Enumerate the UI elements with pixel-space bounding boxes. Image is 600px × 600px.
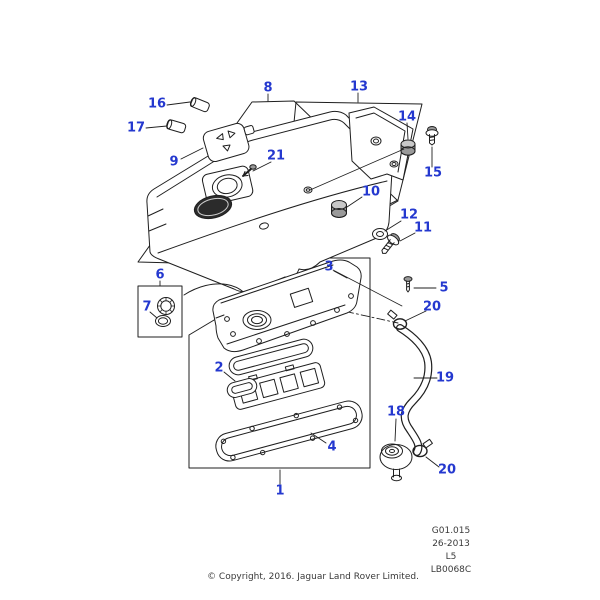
callout-6[interactable]: 6 [155,267,165,283]
part-20-clamp-upper [387,309,408,330]
part-16-dowel [189,97,210,113]
callout-21[interactable]: 21 [266,148,286,164]
part-14-grommet [400,139,416,156]
part-5-screw [403,276,413,293]
callout-12[interactable]: 12 [399,207,419,223]
part-17-dowel [166,119,187,134]
callout-10[interactable]: 10 [361,184,381,200]
callout-15[interactable]: 15 [423,165,443,181]
callout-14[interactable]: 14 [397,109,417,125]
part-6-oil-cap [157,297,175,315]
part-19-hose [396,324,433,456]
callout-8[interactable]: 8 [263,80,273,96]
leader-lines [145,92,440,485]
callout-18[interactable]: 18 [386,404,406,420]
callout-4[interactable]: 4 [327,439,337,455]
callout-20-lower[interactable]: 20 [437,462,457,478]
part-13-bracket [348,106,414,181]
part-9-pad [202,122,255,163]
cover-vent-hole [259,222,269,230]
callout-2[interactable]: 2 [214,360,224,376]
callout-9[interactable]: 9 [169,154,179,170]
callout-3[interactable]: 3 [324,259,334,275]
callout-13[interactable]: 13 [349,79,369,95]
callout-19[interactable]: 19 [435,370,455,386]
part-3-cam-cover [212,259,362,353]
callout-20-upper[interactable]: 20 [422,299,442,315]
figure-code: LB0068C [430,565,472,575]
callout-11[interactable]: 11 [413,220,433,236]
land-rover-badge [193,194,233,220]
callout-16[interactable]: 16 [147,96,167,112]
part-18-separator [379,443,413,482]
part-11-bolt [381,233,400,254]
gasket-upper [228,338,314,376]
part-20-clamp-lower [412,438,433,458]
figure-date: 26-2013 [432,539,470,549]
callout-7[interactable]: 7 [142,299,152,315]
cover-mount-hole [303,186,313,194]
part-2-seal-ring [226,378,258,398]
figure-number: G01.015 [431,526,471,536]
copyright-notice: © Copyright, 2016. Jaguar Land Rover Lim… [207,572,419,582]
callout-17[interactable]: 17 [126,120,146,136]
part-12-washer [372,228,388,240]
callout-1[interactable]: 1 [275,483,285,499]
part-15-screw [425,126,439,146]
part-7-seal [155,315,171,327]
gasket-ladder-frame [230,362,326,410]
figure-reference-block: G01.015 26-2013 L5 LB0068C [408,525,494,577]
part-10-capnut [331,200,347,218]
part-21-screw [242,164,257,177]
callout-5[interactable]: 5 [439,280,449,296]
part-4-gasket [215,400,363,462]
figure-sheet: L5 [445,552,457,562]
